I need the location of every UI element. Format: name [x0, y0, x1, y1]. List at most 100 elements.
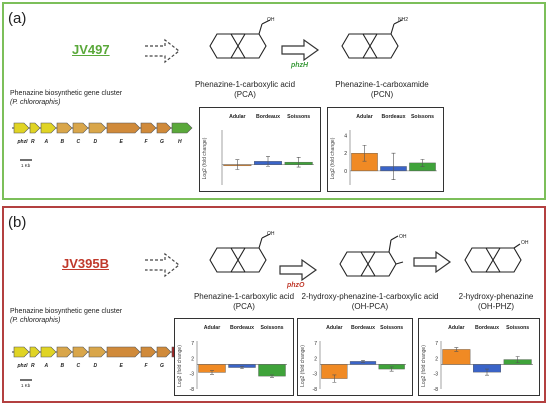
gene-labels-b: phzIRABCDEFGO [12, 363, 182, 373]
gene-label-phzI: phzI [17, 363, 28, 369]
y-tick-label: 2 [314, 356, 317, 362]
gene-arrow-C [72, 122, 89, 134]
gene-arrow-A [40, 346, 57, 358]
gene-arrow-B [56, 122, 73, 134]
category-label-adular: Adular [356, 114, 372, 120]
error-bar-bordeaux [485, 368, 489, 376]
scale-a-label: 1 Kb [21, 163, 31, 168]
gene-arrow-phzI [13, 346, 30, 358]
gene-arrow-D [88, 346, 107, 358]
gene-label-B: B [60, 363, 65, 369]
gene-label-G: G [160, 139, 164, 145]
pca-structure-b [209, 233, 271, 273]
y-tick-label: 2 [191, 356, 194, 362]
enzyme-b-label: phzO [287, 282, 305, 289]
pca-b-name: Phenazine-1-carboxylic acid [193, 292, 295, 301]
error-bar-soissons [420, 159, 425, 167]
strain-a-label: JV497 [72, 42, 110, 57]
y-tick-label: -8 [313, 387, 318, 393]
error-bar-adular [235, 159, 240, 170]
oh-phz-abbr: (OH-PHZ) [478, 302, 514, 311]
y-tick-label: 4 [344, 134, 347, 140]
y-axis-label: Log2 (fold change) [330, 137, 336, 179]
gene-label-phzI: phzI [17, 139, 28, 145]
reaction-arrow-a-icon [281, 38, 320, 62]
error-bar-soissons [389, 366, 394, 372]
gene-arrow-D [88, 122, 107, 134]
gene-label-D: D [93, 139, 98, 145]
reaction-arrow-b2-icon [413, 250, 452, 274]
oh-pca-group-label: OH [399, 234, 407, 240]
panel-b [2, 206, 546, 403]
y-tick-label: -3 [190, 372, 195, 378]
y-axis-label: Log2 (fold change) [177, 345, 183, 387]
oh-pca-structure [339, 235, 404, 277]
oh-pca-abbr: (OH-PCA) [351, 302, 389, 311]
panel-a [2, 2, 546, 200]
category-label-soissons: Soissons [411, 114, 434, 120]
cluster-a-species: (P. chlororaphis) [10, 99, 61, 106]
gene-cluster-a [12, 122, 193, 134]
category-label-bordeaux: Bordeaux [230, 325, 254, 331]
gene-label-A: A [44, 139, 49, 145]
bar-soissons [258, 364, 286, 377]
y-tick-label: -8 [190, 387, 195, 393]
pcn-name: Phenazine-1-carboxamide [335, 80, 429, 89]
category-label-bordeaux: Bordeaux [256, 114, 280, 120]
scale-b-label: 1 Kb [21, 383, 31, 388]
cluster-a-title: Phenazine biosynthetic gene cluster [10, 90, 123, 97]
gene-arrow-E [106, 122, 141, 134]
gene-label-F: F [144, 139, 148, 145]
category-label-adular: Adular [448, 325, 464, 331]
error-bar-bordeaux [266, 156, 270, 167]
oh-phz-structure [464, 243, 522, 273]
panel-a-label: (a) [8, 10, 27, 27]
y-axis-label: Log2 (fold change) [300, 345, 306, 387]
bar-adular [442, 349, 471, 365]
gene-arrow-F [140, 346, 157, 358]
error-bar-adular [454, 347, 459, 352]
pca-a-abbr: (PCA) [234, 90, 256, 99]
error-bar-adular [362, 144, 367, 162]
category-label-bordeaux: Bordeaux [382, 114, 406, 120]
gene-arrow-R [29, 122, 41, 134]
y-tick-label: 2 [344, 151, 347, 157]
gene-arrow-G [156, 122, 172, 134]
gene-arrow-E [106, 346, 141, 358]
error-bar-adular [210, 370, 214, 375]
category-label-adular: Adular [229, 114, 245, 120]
pca-b-group-label: OH [267, 231, 275, 237]
y-tick-label: -8 [434, 387, 439, 393]
error-bar-bordeaux [361, 360, 365, 363]
category-label-bordeaux: Bordeaux [475, 325, 499, 331]
gene-label-G: G [160, 363, 164, 369]
pca-a-name: Phenazine-1-carboxylic acid [194, 80, 296, 89]
pca-b-abbr: (PCA) [233, 302, 255, 311]
oh-pca-name: 2-hydroxy-phenazine-1-carboxylic acid [301, 292, 439, 301]
enzyme-a-label: phzH [291, 62, 309, 69]
category-label-adular: Adular [204, 325, 220, 331]
gene-label-A: A [44, 363, 49, 369]
gene-arrow-H [171, 122, 193, 134]
error-bar-soissons [270, 374, 274, 378]
category-label-soissons: Soissons [506, 325, 529, 331]
category-label-soissons: Soissons [260, 325, 283, 331]
y-tick-label: 7 [435, 341, 438, 347]
y-axis-label: Log2 (fold change) [202, 137, 208, 179]
gene-label-E: E [119, 363, 123, 369]
panel-b-label: (b) [8, 214, 27, 231]
reaction-arrow-b1-icon [279, 258, 318, 282]
gene-label-E: E [119, 139, 123, 145]
pcn-structure [341, 19, 403, 59]
scale-bar-a-icon [20, 159, 32, 161]
gene-cluster-b [12, 346, 193, 358]
category-label-bordeaux: Bordeaux [351, 325, 375, 331]
gene-arrow-R [29, 346, 41, 358]
y-axis-label: Log2 (fold change) [421, 345, 427, 387]
gene-label-F: F [144, 363, 148, 369]
pcn-abbr: (PCN) [370, 90, 394, 99]
y-tick-label: -3 [434, 372, 439, 378]
